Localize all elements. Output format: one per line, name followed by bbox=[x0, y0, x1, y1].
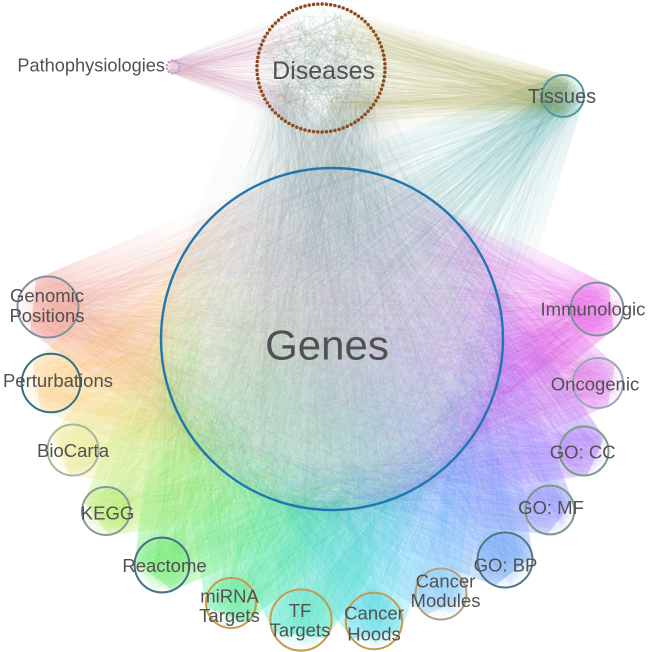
svg-text:Genomic: Genomic bbox=[10, 285, 84, 306]
svg-text:Oncogenic: Oncogenic bbox=[551, 374, 639, 395]
svg-text:Hoods: Hoods bbox=[347, 624, 400, 645]
svg-text:Cancer: Cancer bbox=[416, 571, 476, 592]
svg-text:Reactome: Reactome bbox=[122, 555, 206, 576]
svg-text:Targets: Targets bbox=[199, 605, 260, 626]
svg-text:Immunologic: Immunologic bbox=[541, 299, 646, 320]
svg-text:Perturbations: Perturbations bbox=[3, 370, 113, 391]
svg-text:Modules: Modules bbox=[411, 590, 481, 611]
svg-text:GO: MF: GO: MF bbox=[518, 497, 584, 518]
svg-text:GO: BP: GO: BP bbox=[474, 555, 538, 576]
svg-text:Diseases: Diseases bbox=[272, 57, 375, 85]
svg-text:GO: CC: GO: CC bbox=[550, 442, 616, 463]
svg-text:KEGG: KEGG bbox=[81, 503, 134, 524]
svg-text:Targets: Targets bbox=[270, 620, 331, 641]
svg-text:Positions: Positions bbox=[9, 305, 84, 326]
svg-text:Tissues: Tissues bbox=[528, 86, 596, 108]
svg-text:miRNA: miRNA bbox=[200, 586, 259, 607]
svg-text:Pathophysiologies: Pathophysiologies bbox=[17, 56, 165, 76]
svg-text:BioCarta: BioCarta bbox=[37, 440, 110, 461]
svg-text:Cancer: Cancer bbox=[344, 603, 404, 624]
svg-text:TF: TF bbox=[289, 600, 312, 621]
svg-text:Genes: Genes bbox=[265, 322, 389, 369]
